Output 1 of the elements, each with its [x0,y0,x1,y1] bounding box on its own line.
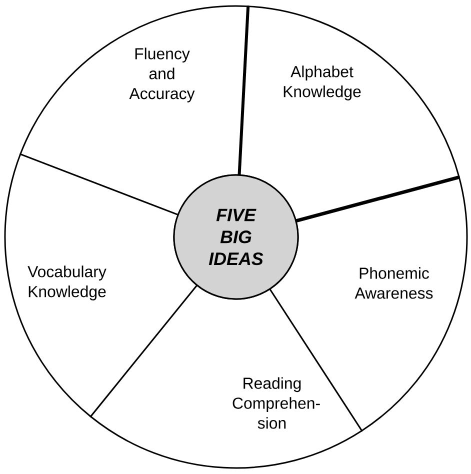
wheel-segment: Vocabulary Knowledge [4,153,198,418]
